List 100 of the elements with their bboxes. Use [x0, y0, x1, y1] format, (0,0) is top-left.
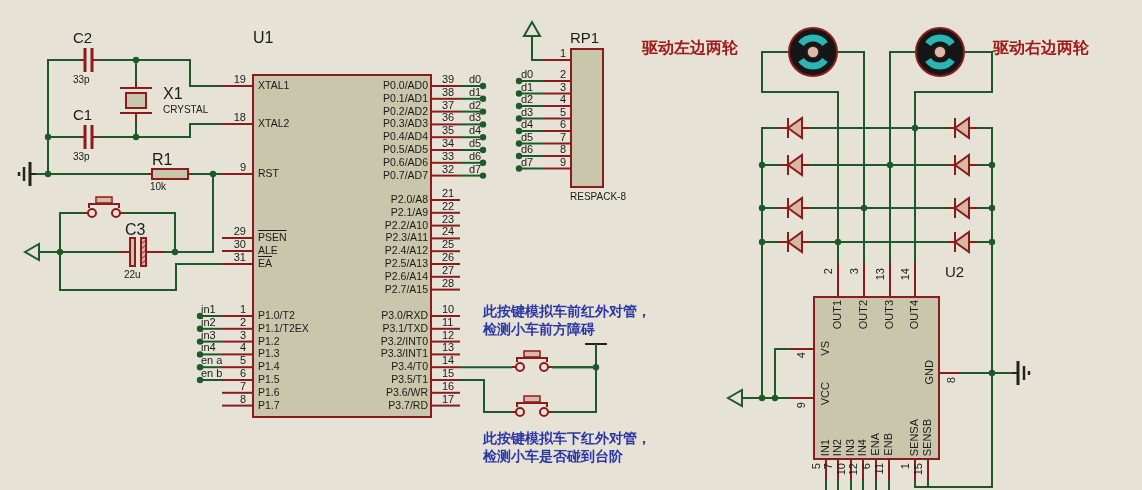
pin-name: P0.7/AD7	[383, 169, 428, 181]
pin-name: P3.1/TXD	[382, 322, 428, 334]
pin-number: 4	[239, 342, 246, 354]
pin-number: 2	[239, 316, 246, 328]
pin-name: P1.7	[258, 399, 280, 411]
pin-name: IN3	[845, 438, 856, 456]
pin-name: OUT4	[909, 300, 920, 330]
wire	[135, 121, 223, 138]
pin-number: 8	[559, 144, 566, 155]
pin-number: 10	[836, 463, 847, 476]
pin-number: 11	[874, 463, 885, 475]
ground-symbol	[18, 162, 36, 186]
pin-number: 19	[233, 74, 246, 85]
pin-name: IN1	[820, 438, 831, 456]
pin-number: 4	[796, 352, 807, 359]
pin-number: 27	[442, 264, 455, 276]
component-label: C3	[125, 222, 146, 238]
pin-number: 28	[442, 277, 455, 289]
pin-name: GND	[924, 360, 935, 385]
net-label: d3	[469, 112, 482, 124]
component-label: C1	[73, 107, 93, 122]
wire	[38, 251, 119, 253]
power-terminal-symbol	[728, 390, 742, 406]
push-button-switch	[512, 395, 552, 417]
pin-name: P3.6/WR	[386, 386, 428, 398]
pin-number: 13	[442, 342, 455, 354]
pin-name: P2.4/A12	[384, 245, 428, 256]
wire	[741, 241, 781, 399]
pin-name: P2.1/A9	[390, 206, 428, 218]
net-label: d6	[521, 144, 534, 155]
pin-name: P1.3	[258, 348, 280, 359]
motor-symbol	[915, 27, 965, 77]
pin-number: 38	[442, 86, 455, 98]
diode-symbol	[947, 154, 977, 176]
pin-number: 2	[559, 69, 566, 80]
net-label: d7	[521, 156, 534, 168]
net-label: d4	[521, 119, 534, 130]
pin-number: 5	[239, 355, 246, 367]
pin-name: P1.4	[258, 361, 280, 372]
power-terminal-symbol	[524, 22, 540, 36]
pin-number: 30	[233, 239, 246, 250]
component-label: X1	[163, 86, 183, 102]
pin-number: 9	[239, 162, 246, 173]
pin-number: 1	[559, 48, 566, 59]
pin-name: P2.5/A13	[384, 258, 428, 269]
pin-name: VCC	[820, 382, 831, 406]
net-label: d2	[521, 94, 534, 105]
pin-number: 7	[559, 131, 566, 143]
pin-number: 21	[442, 188, 455, 199]
pin-name: XTAL2	[258, 118, 290, 129]
pin-number: 12	[848, 463, 859, 476]
net-label: en a	[201, 355, 223, 367]
wire	[837, 241, 948, 263]
motor-label: 驱动右边两轮	[993, 40, 1089, 56]
pin-name: P1.6	[258, 386, 280, 398]
component-value: 33p	[73, 75, 90, 85]
pin-number: 13	[875, 268, 886, 281]
motor-label: 驱动左边两轮	[642, 40, 738, 56]
pin-number: 2	[823, 268, 834, 275]
diode-symbol	[780, 231, 810, 253]
motor-symbol	[788, 27, 838, 77]
pin-number: 7	[823, 463, 834, 470]
component-value: RESPACK-8	[570, 192, 626, 202]
pin-name: P3.3/INT1	[380, 348, 428, 359]
pin-name: ENB	[883, 433, 894, 456]
pin-name: RST	[258, 168, 279, 179]
ground-symbol	[1012, 361, 1030, 385]
pin-number: 14	[442, 355, 455, 367]
pin-number: 9	[796, 402, 807, 409]
pin-number: 24	[442, 226, 455, 238]
component-value: CRYSTAL	[163, 105, 209, 115]
pin-name: SENSA	[909, 418, 920, 456]
pin-name: P0.6/AD6	[383, 156, 428, 168]
pin-number: 12	[442, 329, 455, 341]
component-label: R1	[152, 152, 173, 168]
pin-number: 39	[442, 74, 455, 85]
pin-number: 37	[442, 99, 455, 111]
net-label: in4	[201, 342, 216, 354]
pin-number: 8	[239, 393, 246, 405]
pin-number: 10	[442, 304, 455, 315]
pin-number: 5	[559, 106, 566, 118]
pin-number: 9	[559, 156, 566, 168]
component-label: RP1	[570, 30, 600, 45]
pin-number: 23	[442, 213, 455, 225]
pin-name: P3.2/INT0	[380, 335, 428, 347]
net-label: d1	[521, 81, 534, 93]
pin-number: 1	[900, 463, 911, 470]
component-value: 22u	[124, 270, 141, 280]
pin-name: P0.5/AD5	[383, 144, 428, 155]
component-label: U2	[945, 264, 965, 279]
pin-name: P3.0/RXD	[381, 310, 428, 321]
component-value: 33p	[73, 152, 90, 162]
pin-name: ENA	[870, 433, 881, 456]
pin-name: IN2	[832, 438, 843, 456]
annotation-text: 此按键模拟车下红外对管，检测小车是否碰到台阶	[483, 430, 652, 465]
terminal-bar	[585, 342, 607, 347]
pin-name: P0.4/AD4	[383, 131, 428, 142]
pin-number: 4	[559, 94, 566, 105]
pin-number: 6	[239, 368, 246, 379]
pin-number: 15	[913, 463, 924, 476]
